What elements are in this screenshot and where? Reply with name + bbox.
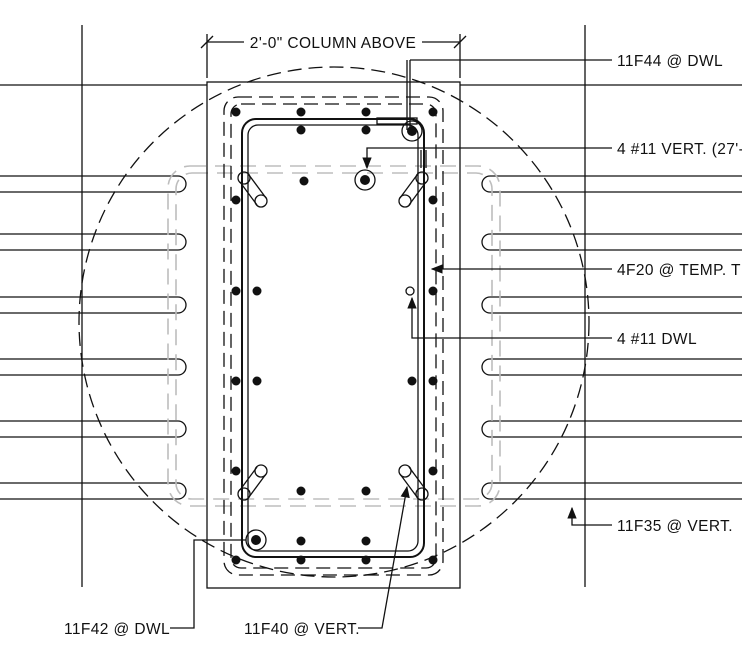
dashed-circle <box>78 66 590 578</box>
pedestal-outline <box>206 81 461 589</box>
label-11f42-dwl: 11F42 @ DWL <box>64 621 170 638</box>
rebar-dots <box>231 107 438 565</box>
label-4-11-vert: 4 #11 VERT. (27'- <box>617 141 742 158</box>
right-horizontal-bars <box>481 175 742 500</box>
hook-bar <box>376 60 427 168</box>
solid-ties <box>241 118 425 558</box>
corner-bars <box>245 120 423 551</box>
label-column-above: 2'-0" COLUMN ABOVE <box>250 35 416 52</box>
crosstie-hooks <box>237 171 429 501</box>
label-4f20-temp-tie: 4F20 @ TEMP. TI <box>617 262 742 279</box>
leader-lines <box>170 59 612 629</box>
label-4-11-dwl: 4 #11 DWL <box>617 331 697 348</box>
label-11f35-vert: 11F35 @ VERT. <box>617 518 733 535</box>
left-horizontal-bars <box>0 175 187 500</box>
column-dimension <box>200 34 467 78</box>
grid-lines <box>0 25 742 587</box>
label-11f44-dwl: 11F44 @ DWL <box>617 53 723 70</box>
label-11f40-vert: 11F40 @ VERT. <box>244 621 360 638</box>
dashed-ties <box>223 96 444 576</box>
existing-footing-outline <box>167 165 501 507</box>
